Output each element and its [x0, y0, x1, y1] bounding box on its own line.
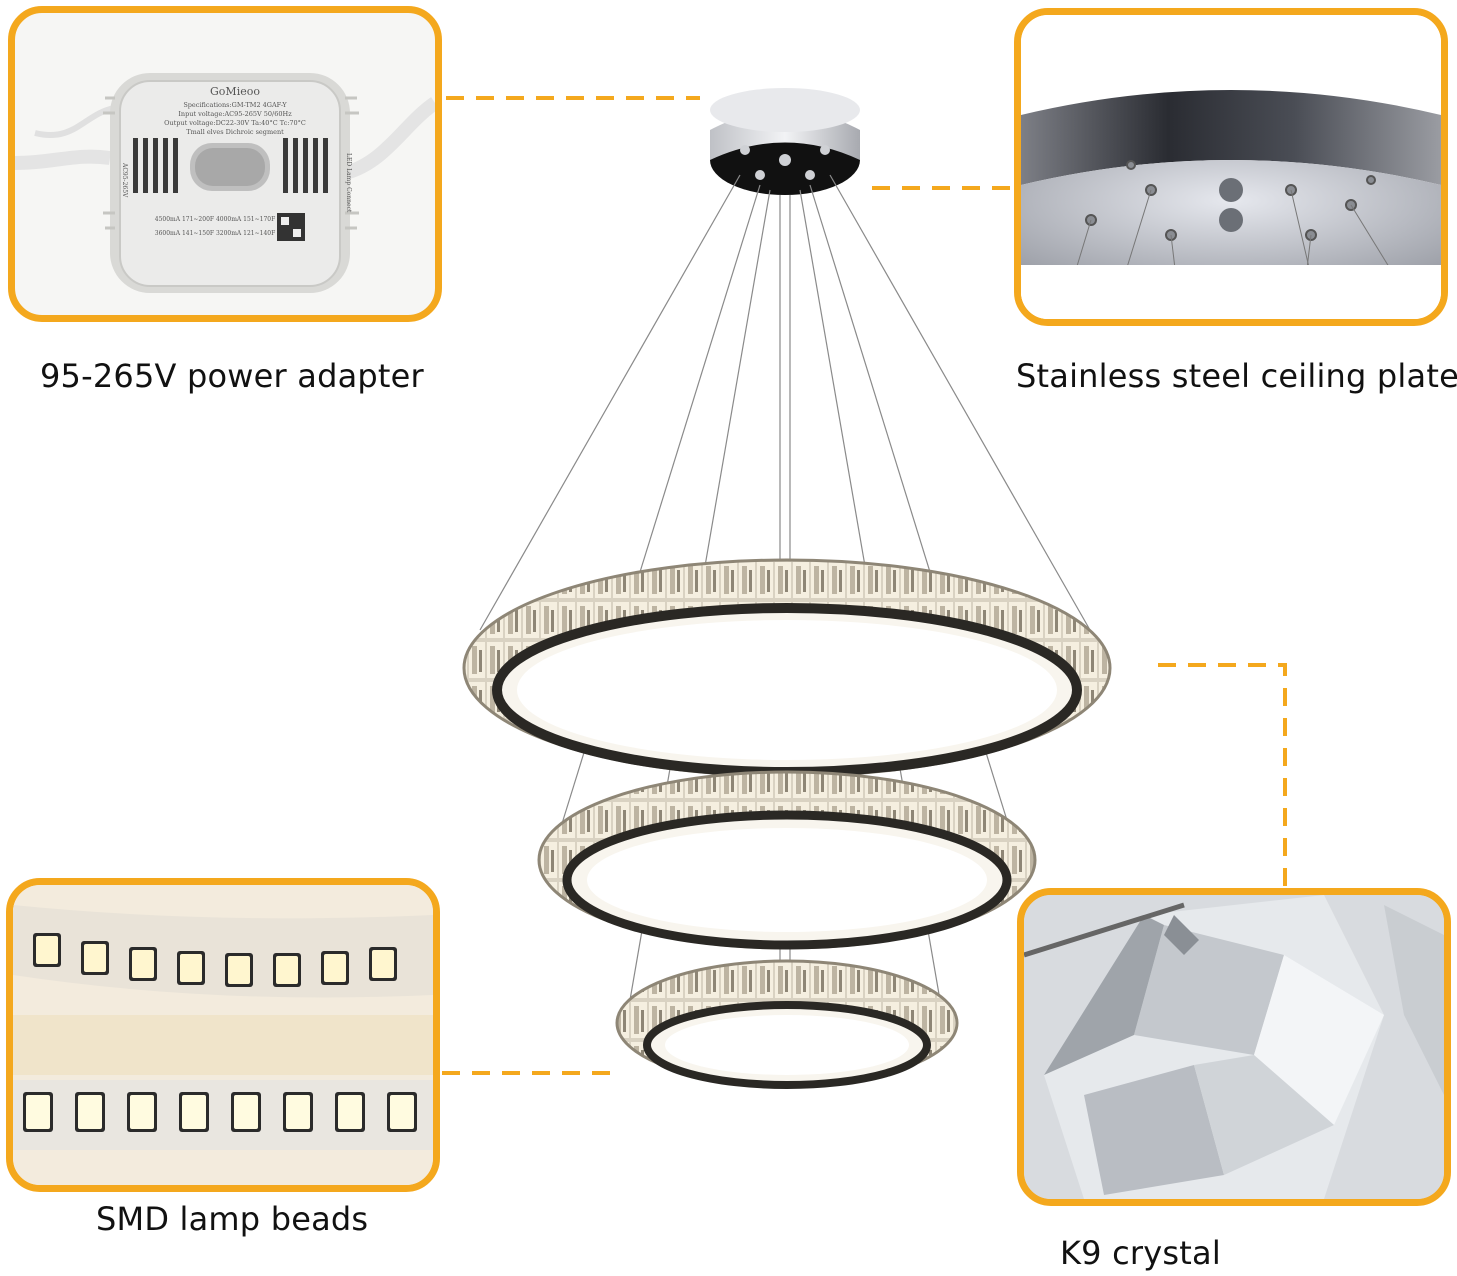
adapter-side-left: AC95-265V [121, 162, 128, 198]
ceiling-plate-photo [1021, 15, 1441, 319]
adapter-input: Input voltage:AC95-265V 50/60Hz [178, 110, 292, 118]
adapter-brand: GoMieoo [210, 85, 260, 98]
power-adapter-panel: GoMieoo Specifications:GM-TM2 4GAF-Y Inp… [8, 6, 442, 322]
adapter-spec: Specifications:GM-TM2 4GAF-Y [183, 101, 287, 109]
lamp-beads-label: SMD lamp beads [96, 1200, 369, 1238]
adapter-row2: 3600mA 141~150F 3200mA 121~140F [155, 230, 276, 237]
adapter-side-right: LED Lamp Connect [345, 153, 352, 213]
adapter-output: Output voltage:DC22-30V Ta:40°C Tc:70°C [164, 119, 306, 127]
lamp-beads-panel [6, 878, 440, 1192]
crystal-label: K9 crystal [1060, 1234, 1221, 1272]
crystal-photo [1024, 895, 1444, 1199]
lamp-beads-photo [13, 885, 433, 1185]
power-adapter-photo: GoMieoo Specifications:GM-TM2 4GAF-Y Inp… [15, 73, 435, 293]
crystal-panel [1017, 888, 1451, 1206]
adapter-row1: 4500mA 171~200F 4000mA 151~170F [155, 216, 276, 223]
power-adapter-label: 95-265V power adapter [40, 357, 424, 395]
ceiling-plate-label: Stainless steel ceiling plate [1016, 357, 1457, 395]
ceiling-plate-panel [1014, 8, 1448, 326]
adapter-modes: Tmall elves Dichroic segment [186, 128, 284, 136]
